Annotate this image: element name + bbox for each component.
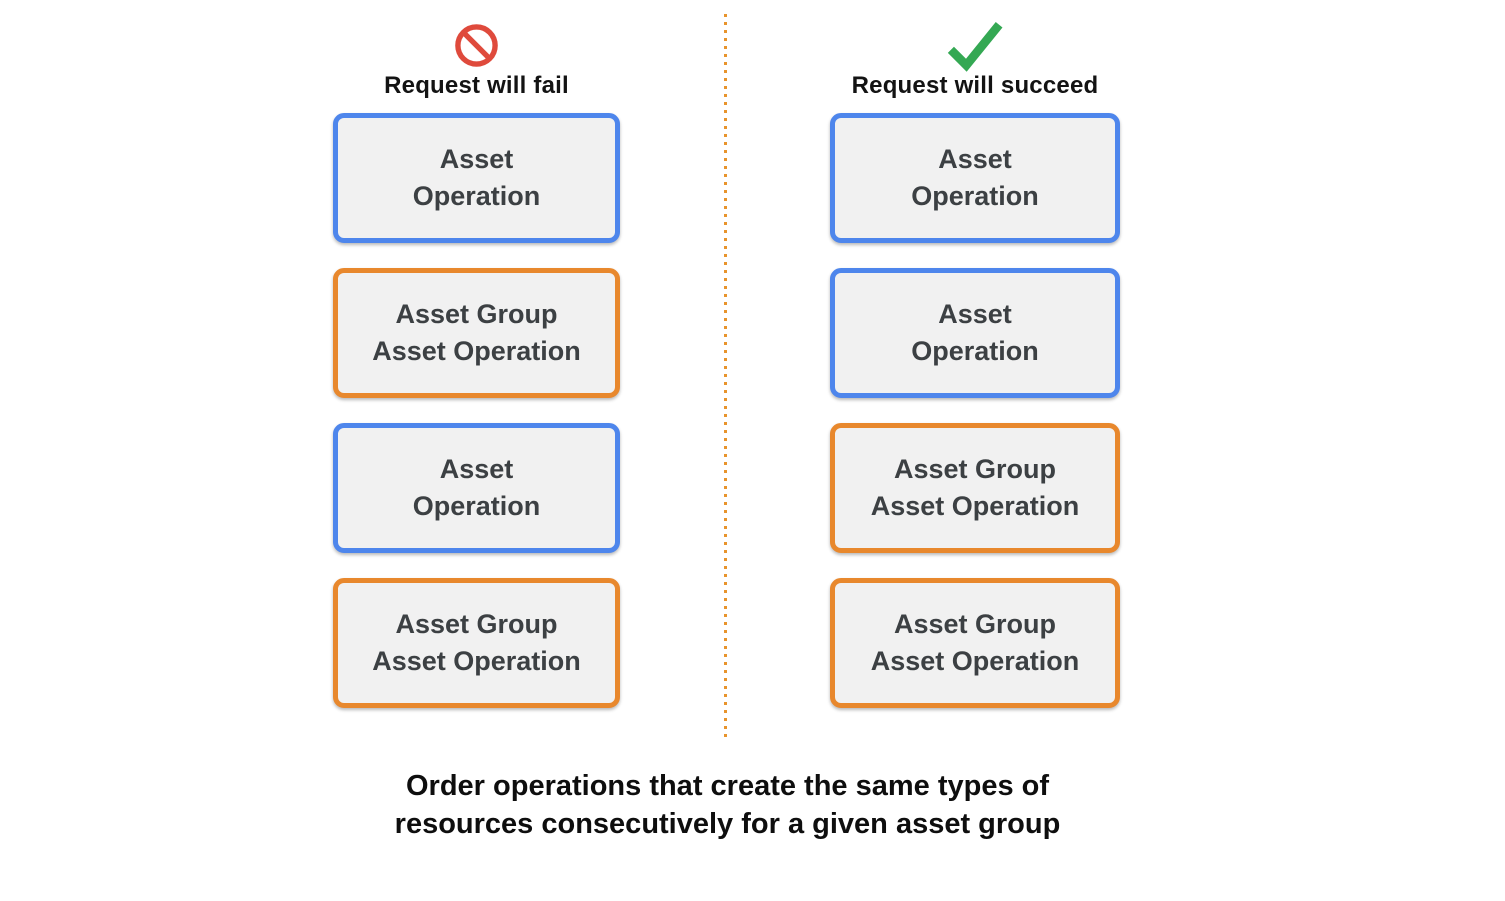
succeed-column-header: Request will succeed xyxy=(852,0,1099,113)
fail-column: Request will fail Asset Operation Asset … xyxy=(333,0,620,708)
fail-column-header: Request will fail xyxy=(384,0,569,113)
fail-column-boxes: Asset Operation Asset Group Asset Operat… xyxy=(333,113,620,708)
fail-column-title: Request will fail xyxy=(384,72,569,99)
dotted-divider xyxy=(724,14,727,738)
box-label: Asset Group xyxy=(893,454,1057,484)
succeed-column: Request will succeed Asset Operation Ass… xyxy=(830,0,1120,708)
caption-line-1: Order operations that create the same ty… xyxy=(405,770,1050,802)
box-label: Asset Operation xyxy=(870,491,1080,521)
prohibited-icon xyxy=(453,19,500,71)
box-label: Asset Group xyxy=(395,609,558,639)
caption-line-2: resources consecutively for a given asse… xyxy=(394,808,1061,840)
diagram-caption: Order operations that create the same ty… xyxy=(0,767,1455,843)
box-label: Asset Operation xyxy=(372,336,581,366)
asset-operation-box: Asset Operation xyxy=(333,113,620,243)
asset-operation-box: Asset Operation xyxy=(333,423,620,553)
asset-operation-box: Asset Operation xyxy=(830,113,1120,243)
box-label: Operation xyxy=(911,181,1039,211)
succeed-column-boxes: Asset Operation Asset Operation Asset Gr… xyxy=(830,113,1120,708)
asset-group-asset-operation-box: Asset Group Asset Operation xyxy=(333,578,620,708)
succeed-column-title: Request will succeed xyxy=(851,72,1099,99)
box-label: Asset Operation xyxy=(372,646,581,676)
box-label: Asset Operation xyxy=(870,646,1080,676)
box-label: Asset xyxy=(439,454,514,484)
box-label: Operation xyxy=(911,336,1039,366)
asset-group-asset-operation-box: Asset Group Asset Operation xyxy=(830,578,1120,708)
box-label: Asset Group xyxy=(893,609,1057,639)
box-label: Operation xyxy=(412,491,541,521)
asset-group-asset-operation-box: Asset Group Asset Operation xyxy=(830,423,1120,553)
box-label: Asset Group xyxy=(395,299,558,329)
box-label: Asset xyxy=(938,144,1012,174)
box-label: Operation xyxy=(412,181,541,211)
checkmark-icon xyxy=(946,19,1004,72)
asset-operation-box: Asset Operation xyxy=(830,268,1120,398)
asset-group-asset-operation-box: Asset Group Asset Operation xyxy=(333,268,620,398)
box-label: Asset xyxy=(439,144,514,174)
box-label: Asset xyxy=(938,299,1012,329)
